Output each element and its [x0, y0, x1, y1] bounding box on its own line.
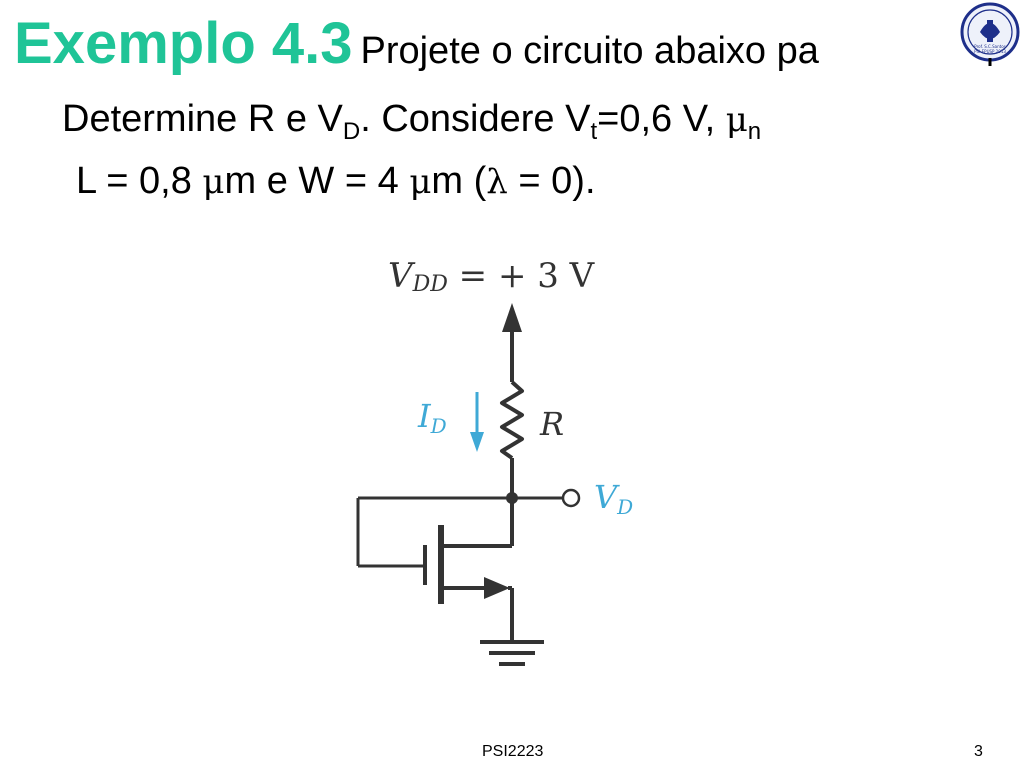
line2-sub-d: D: [342, 118, 361, 145]
logo-text-1: Prof. S.C.Santos: [974, 44, 1006, 49]
problem-line-3: L = 0,8 μm e W = 4 μm (λ = 0).: [76, 160, 596, 203]
circuit-diagram: VDD = + 3 V R ID VD: [356, 256, 633, 666]
vd-label: VD: [594, 478, 633, 519]
line2-sub-t: t: [590, 118, 598, 145]
problem-line-2: Determine R e VD. Considere Vt=0,6 V, μn: [62, 98, 761, 146]
footer-course: PSI2223: [482, 743, 544, 760]
line2-part2: . Considere V: [360, 98, 591, 140]
line2-part1: Determine R e V: [62, 98, 343, 140]
footer-page-number: 3: [974, 743, 983, 760]
lambda-symbol: λ: [486, 162, 508, 202]
mu-symbol-2: μ: [409, 162, 432, 202]
current-arrow-icon: [470, 432, 484, 452]
title-text: Projete o circuito abaixo pa: [360, 30, 819, 72]
line2-part3: =0,6 V,: [597, 98, 726, 140]
line2-sub-n: n: [747, 118, 762, 145]
line3-part3: m (: [431, 160, 487, 202]
example-heading: Exemplo 4.3: [14, 11, 353, 76]
line3-part2: m e W = 4: [224, 160, 410, 202]
line3-part1: L = 0,8: [76, 160, 203, 202]
mu-symbol-1: μ: [202, 162, 225, 202]
resistor: [500, 380, 524, 460]
r-label: R: [539, 405, 564, 443]
university-seal-icon: Prof. S.C.Santos PSI-EPUSP 2013: [960, 2, 1020, 66]
logo-text-2: PSI-EPUSP 2013: [974, 49, 1006, 54]
vdd-label: VDD = + 3 V: [388, 256, 596, 297]
mu-symbol: μ: [725, 100, 748, 140]
source-arrow-icon: [484, 577, 510, 599]
id-label: ID: [417, 397, 447, 438]
vd-terminal: [561, 488, 581, 508]
supply-arrow-icon: [502, 303, 522, 332]
line3-part4: = 0).: [507, 160, 596, 202]
